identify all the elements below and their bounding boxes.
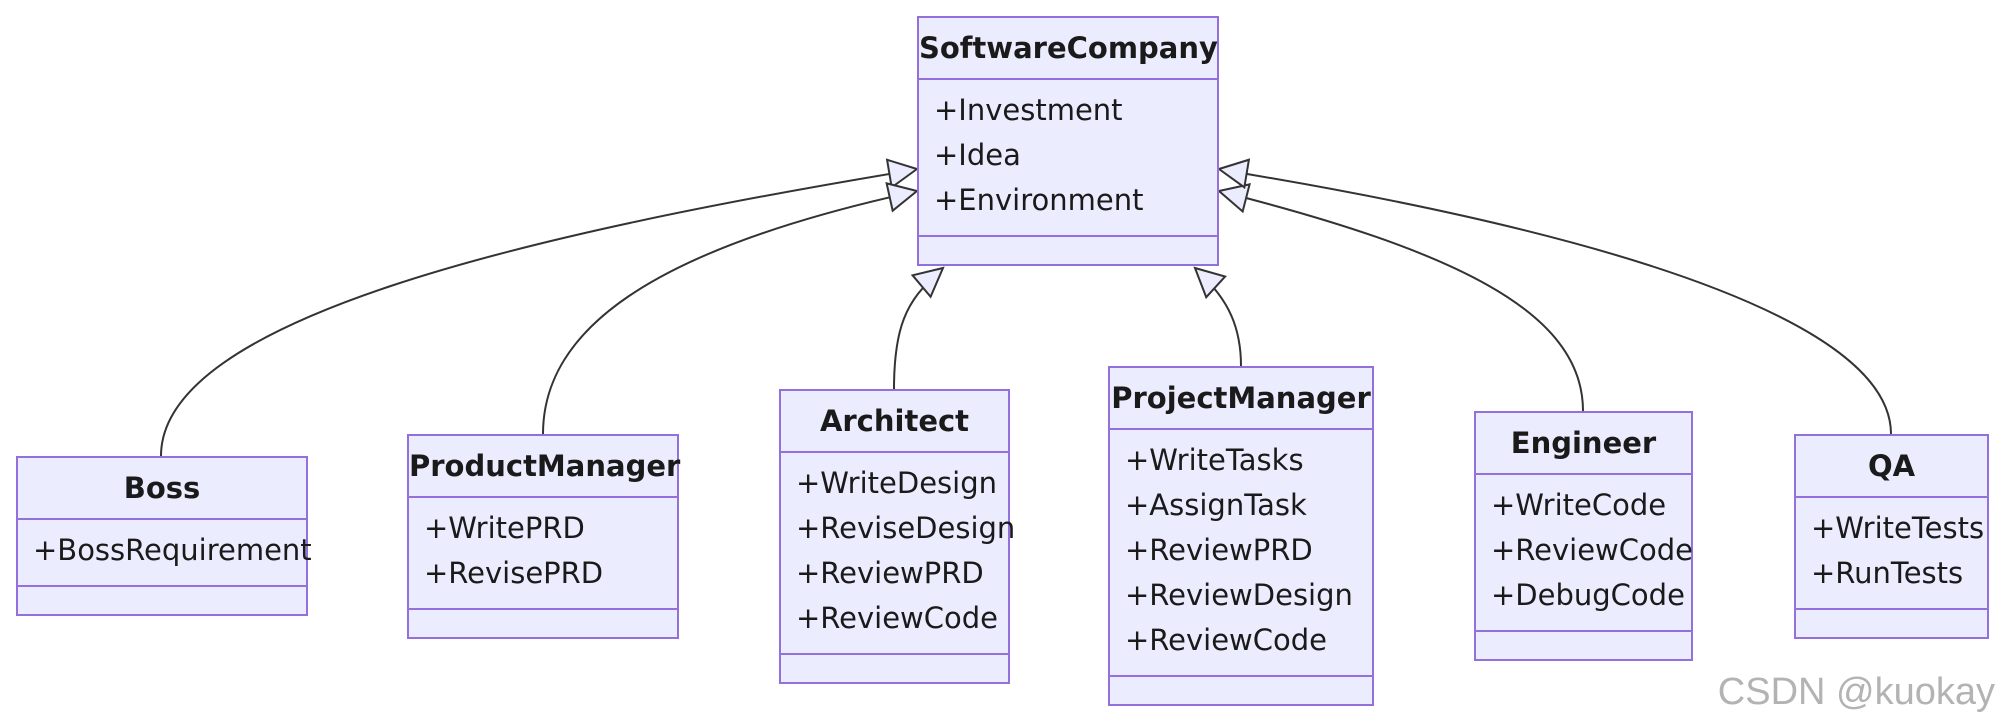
attributes-compartment: +Investment +Idea +Environment (919, 80, 1217, 235)
attribute: +WritePRD (424, 511, 585, 545)
attribute: +WriteTests (1811, 511, 1985, 545)
inheritance-arrowhead-projectmanager (1193, 266, 1227, 300)
attribute: +ReviewPRD (1125, 533, 1313, 567)
attribute: +ReviewPRD (796, 556, 984, 590)
methods-compartment (781, 653, 1008, 675)
methods-compartment (18, 585, 306, 607)
attribute: +Environment (934, 183, 1144, 217)
class-box-qa: QA +WriteTests +RunTests (1794, 434, 1989, 639)
inheritance-arrowhead-boss (885, 158, 920, 190)
class-box-engineer: Engineer +WriteCode +ReviewCode +DebugCo… (1474, 411, 1693, 661)
class-box-boss: Boss +BossRequirement (16, 456, 312, 616)
methods-compartment (409, 608, 677, 630)
inheritance-edge-productmanager (542, 191, 914, 435)
inheritance-arrowhead-productmanager (885, 182, 920, 213)
attribute: +DebugCode (1491, 578, 1685, 612)
methods-compartment (919, 235, 1217, 257)
class-name: Architect (781, 391, 1008, 453)
class-box-projectmanager: ProjectManager +WriteTasks +AssignTask +… (1108, 366, 1374, 706)
attributes-compartment: +WriteCode +ReviewCode +DebugCode (1476, 475, 1694, 630)
attributes-compartment: +WriteTests +RunTests (1796, 498, 1987, 608)
attribute: +ReviewCode (796, 601, 999, 635)
attribute: +Idea (934, 138, 1021, 172)
methods-compartment (1796, 608, 1987, 630)
inheritance-arrowhead-engineer (1216, 183, 1251, 214)
methods-compartment (1476, 630, 1691, 652)
class-box-productmanager: ProductManager +WritePRD +RevisePRD (407, 434, 680, 639)
class-name: Boss (18, 458, 306, 520)
class-name: ProductManager (409, 436, 680, 498)
class-name: QA (1796, 436, 1987, 498)
attribute: +RevisePRD (424, 556, 604, 590)
attribute: +ReviewCode (1125, 623, 1328, 657)
inheritance-edge-qa (1222, 169, 1892, 435)
class-name: SoftwareCompany (919, 18, 1218, 80)
inheritance-edge-engineer (1222, 191, 1584, 412)
inheritance-arrowhead-qa (1216, 158, 1251, 190)
watermark: CSDN @kuokay (1717, 671, 1995, 713)
class-name: ProjectManager (1110, 368, 1372, 430)
attribute: +WriteTasks (1125, 443, 1304, 477)
inheritance-arrowhead-architect (910, 266, 945, 299)
attribute: +ReviseDesign (796, 511, 1016, 545)
attribute: +WriteCode (1491, 488, 1667, 522)
inheritance-edge-boss (160, 169, 914, 457)
attribute: +WriteDesign (796, 466, 997, 500)
attributes-compartment: +WriteTasks +AssignTask +ReviewPRD +Revi… (1110, 430, 1372, 675)
attributes-compartment: +WritePRD +RevisePRD (409, 498, 677, 608)
attribute: +ReviewDesign (1125, 578, 1353, 612)
attribute: +BossRequirement (33, 533, 312, 567)
attributes-compartment: +WriteDesign +ReviseDesign +ReviewPRD +R… (781, 453, 1016, 653)
attribute: +RunTests (1811, 556, 1964, 590)
class-box-softwarecompany: SoftwareCompany +Investment +Idea +Envir… (917, 16, 1219, 266)
attribute: +Investment (934, 93, 1123, 127)
attribute: +ReviewCode (1491, 533, 1694, 567)
class-name: Engineer (1476, 413, 1691, 475)
class-box-architect: Architect +WriteDesign +ReviseDesign +Re… (779, 389, 1016, 684)
attributes-compartment: +BossRequirement (18, 520, 312, 585)
attribute: +AssignTask (1125, 488, 1307, 522)
methods-compartment (1110, 675, 1372, 697)
